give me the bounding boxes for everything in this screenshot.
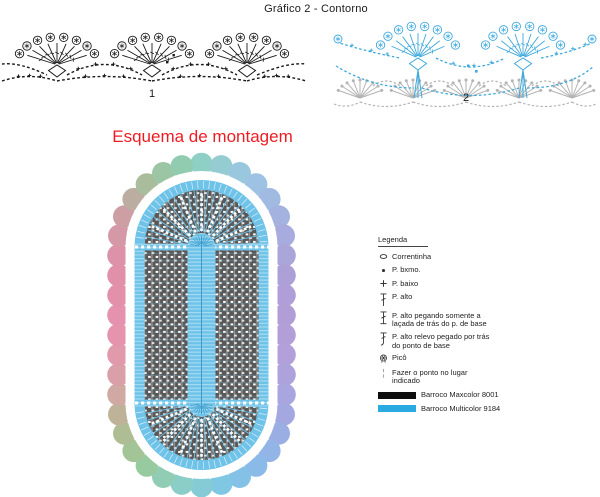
single-crochet-icon xyxy=(380,280,387,287)
legend-item-label: Fazer o ponto no lugar indicado xyxy=(392,367,468,386)
chart1-stitches xyxy=(1,32,307,82)
legend-item-back-loop-dc: P. alto pegando somente a laçada de trás… xyxy=(378,310,510,329)
yarn-label: Barroco Multicolor 9184 xyxy=(421,403,501,413)
legend-item-double-crochet: P. alto xyxy=(378,292,510,308)
legend-item-single-crochet: P. baixo xyxy=(378,278,510,289)
back-loop-dc-icon xyxy=(380,311,387,325)
chart2-row-number: 2 xyxy=(462,92,470,104)
chart-section-title: Gráfico 2 - Contorno xyxy=(264,3,368,15)
chain-icon xyxy=(379,254,388,260)
border-stitch-chart-row1 xyxy=(1,32,307,82)
legend-item-label: P. bxmo. xyxy=(392,265,421,275)
double-crochet-icon xyxy=(380,293,387,306)
oval-rug-assembly-diagram xyxy=(107,152,296,497)
legend-item-label: Correntinha xyxy=(392,251,432,261)
edge-band-ticks xyxy=(136,181,268,469)
legend-item-label: P. baixo xyxy=(392,278,419,288)
legend-item-label: Picô xyxy=(392,353,407,363)
yarn-color-swatch-black xyxy=(378,391,416,399)
chart2-current-row-blue xyxy=(333,21,597,99)
legend-item-place-marker: Fazer o ponto no lugar indicado xyxy=(378,367,510,386)
rug-drawing xyxy=(107,152,296,497)
yarn-color-swatch-blue xyxy=(378,405,416,413)
back-post-dc-icon xyxy=(380,332,387,347)
slip-stitch-icon xyxy=(381,268,386,272)
fan-spokes xyxy=(145,190,258,460)
legend-item-chain: Correntinha xyxy=(378,251,510,262)
legend-yarn-multicolor: Barroco Multicolor 9184 xyxy=(378,403,510,414)
border-stitch-chart-row2 xyxy=(333,21,597,108)
legend-item-picot: Picô xyxy=(378,353,510,365)
center-bar xyxy=(187,233,216,417)
legend-item-label: P. alto xyxy=(392,292,413,302)
legend-item-label: P. alto pegando somente a laçada de trás… xyxy=(392,310,487,329)
yarn-label: Barroco Maxcolor 8001 xyxy=(421,389,499,399)
legend-yarn-maxcolor: Barroco Maxcolor 8001 xyxy=(378,389,510,400)
legend-item-label: P. alto relevo pegado por trás do ponto … xyxy=(392,331,490,350)
legend-item-slip-stitch: P. bxmo. xyxy=(378,265,510,276)
assembly-scheme-title: Esquema de montagem xyxy=(112,127,293,146)
picot-icon xyxy=(380,354,387,363)
legend-item-back-post-dc: P. alto relevo pegado por trás do ponto … xyxy=(378,331,510,350)
place-marker-icon xyxy=(382,369,385,378)
chart1-row-number: 1 xyxy=(148,88,156,100)
legend-title: Legenda xyxy=(378,235,428,248)
legend-panel: Legenda Correntinha P. bxmo. P. baixo P.… xyxy=(378,235,510,414)
